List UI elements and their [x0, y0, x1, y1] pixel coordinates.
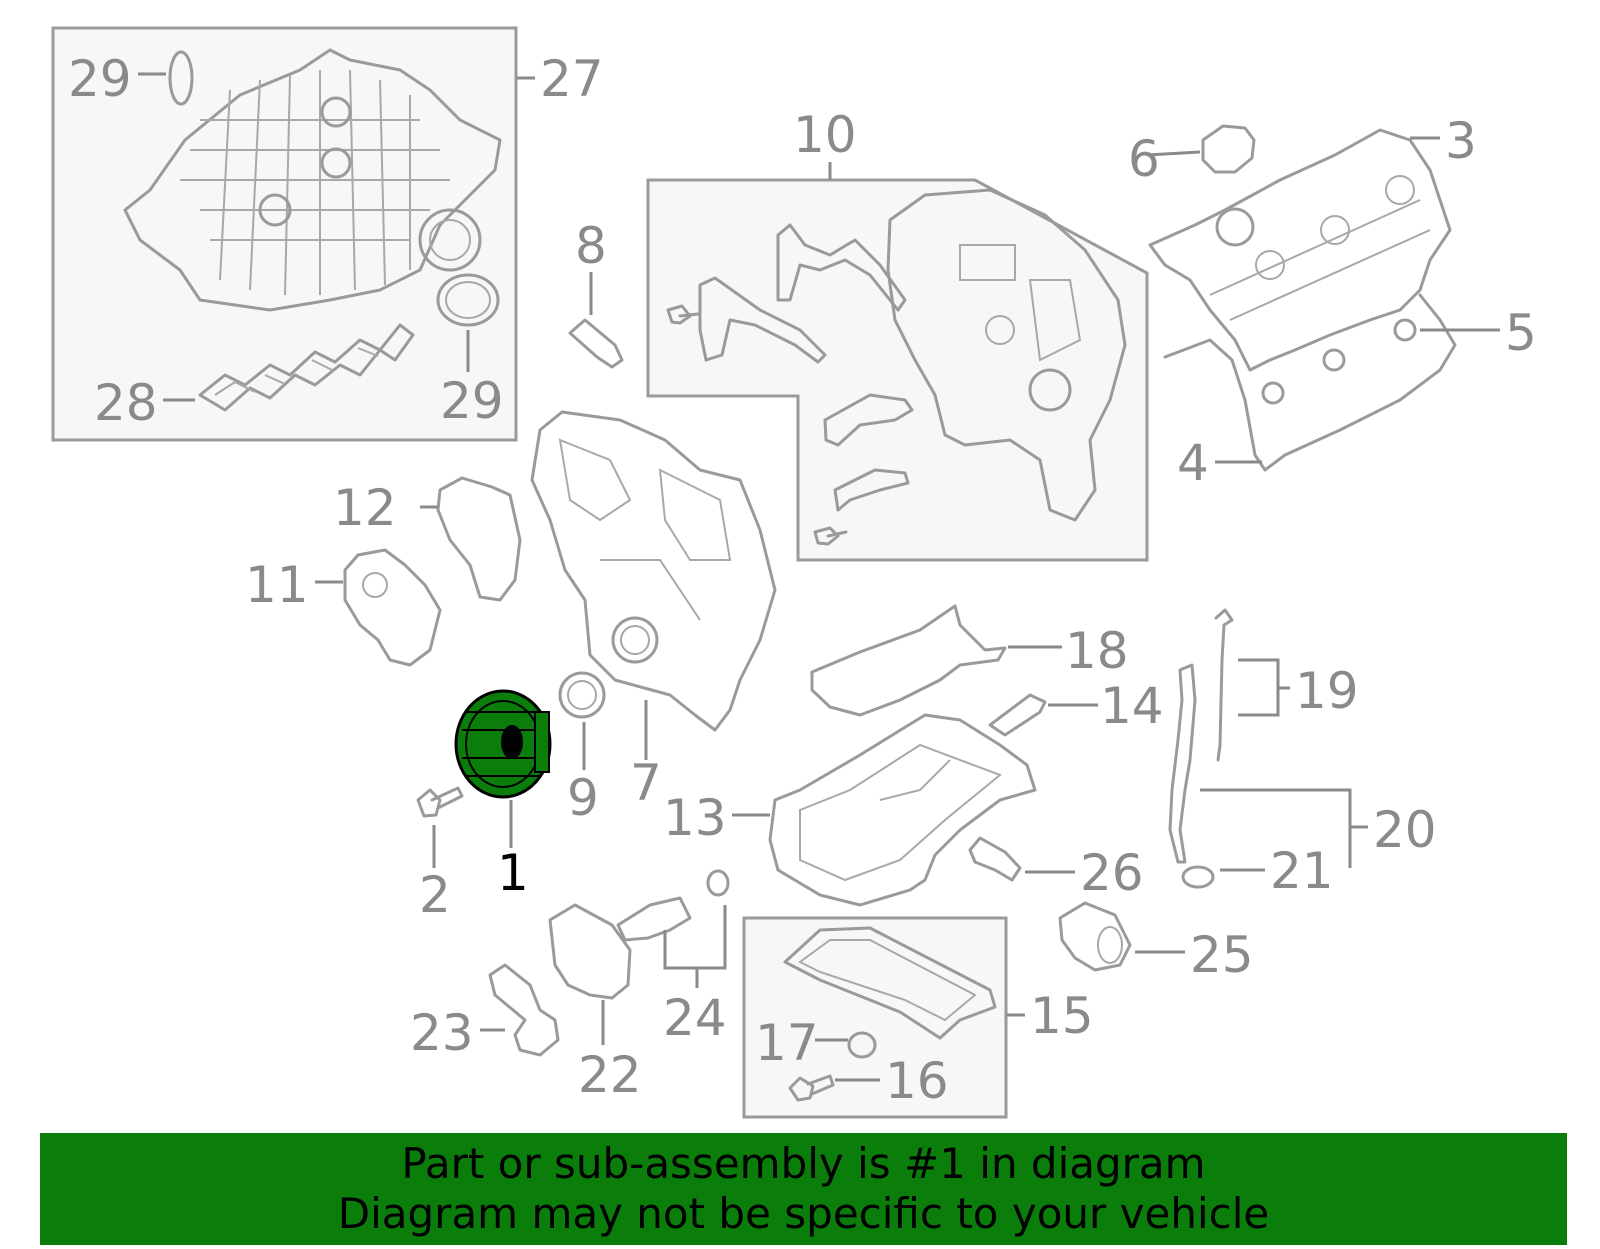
crank-bolt-part[interactable]: [416, 786, 464, 818]
manifold-gasket-28-part[interactable]: [198, 323, 415, 412]
timing-cover-inner-part[interactable]: [886, 188, 1127, 522]
banner-line-2: Diagram may not be specific to your vehi…: [337, 1189, 1270, 1238]
callout-29-upper: 29: [68, 50, 132, 108]
callout-21: 21: [1270, 842, 1334, 900]
callout-27: 27: [540, 50, 604, 108]
callout-10: 10: [793, 106, 857, 164]
tube-seals-part[interactable]: [1261, 318, 1417, 405]
oil-filler-cap-part[interactable]: [1201, 124, 1256, 174]
callout-11: 11: [245, 556, 309, 614]
oil-sensor-26-part[interactable]: [968, 836, 1022, 882]
callout-23: 23: [410, 1004, 474, 1062]
oil-pump-22-part[interactable]: [548, 903, 632, 1000]
callout-26: 26: [1080, 844, 1144, 902]
callout-3: 3: [1445, 112, 1477, 170]
intake-manifold-part[interactable]: [123, 48, 502, 312]
callout-5: 5: [1505, 304, 1537, 362]
callout-29-lower: 29: [440, 372, 504, 430]
gasket-29-lower-part[interactable]: [436, 273, 500, 327]
gasket-12-part[interactable]: [436, 476, 522, 602]
callout-17: 17: [755, 1014, 819, 1072]
callout-1: 1: [497, 844, 529, 902]
gasket-29-upper-part[interactable]: [168, 50, 194, 106]
callout-20: 20: [1373, 801, 1437, 859]
callout-2: 2: [419, 866, 451, 924]
callout-18: 18: [1065, 622, 1129, 680]
leader-lines: [138, 72, 1500, 1082]
drain-plug-part[interactable]: [788, 1074, 835, 1102]
callout-22: 22: [578, 1046, 642, 1104]
info-banner: Part or sub-assembly is #1 in diagram Di…: [40, 1133, 1567, 1245]
callout-12: 12: [333, 479, 397, 537]
valve-cover-part[interactable]: [1148, 128, 1452, 372]
callout-4: 4: [1177, 434, 1209, 492]
dipstick-part[interactable]: [1214, 608, 1234, 762]
callout-25: 25: [1190, 926, 1254, 984]
callout-28: 28: [94, 374, 158, 432]
dipstick-tube-part[interactable]: [1168, 663, 1197, 864]
lower-oil-pan-part[interactable]: [783, 926, 997, 1040]
oring-21-part[interactable]: [1181, 865, 1215, 889]
oil-strainer-part[interactable]: [488, 963, 560, 1057]
oil-cooler-24-part[interactable]: [616, 869, 730, 942]
callout-15: 15: [1030, 987, 1094, 1045]
callout-9: 9: [567, 769, 599, 827]
box-oil-pan-lower: [742, 916, 1008, 1119]
pump-11-part[interactable]: [343, 548, 442, 667]
upper-oil-pan-part[interactable]: [768, 713, 1037, 907]
callout-7: 7: [630, 754, 662, 812]
callout-6: 6: [1128, 130, 1160, 188]
timing-chain-guides-part[interactable]: [666, 223, 914, 546]
valve-cover-gasket-part[interactable]: [1163, 293, 1457, 472]
callout-24: 24: [663, 989, 727, 1047]
crankshaft-pulley-part[interactable]: [454, 689, 552, 799]
sealant-tube-14-part[interactable]: [988, 693, 1047, 737]
callout-13: 13: [663, 789, 727, 847]
oil-filter-part[interactable]: [1058, 901, 1132, 972]
callout-8: 8: [575, 217, 607, 275]
callout-19: 19: [1295, 662, 1359, 720]
banner-line-1: Part or sub-assembly is #1 in diagram: [401, 1139, 1206, 1188]
front-timing-cover-part[interactable]: [530, 410, 777, 732]
crank-seal-9-part[interactable]: [558, 671, 606, 719]
drain-washer-part[interactable]: [847, 1031, 877, 1059]
sealant-tube-8-part[interactable]: [568, 318, 624, 369]
callout-16: 16: [885, 1052, 949, 1110]
baffle-plate-part[interactable]: [810, 604, 1007, 717]
callout-14: 14: [1100, 677, 1164, 735]
